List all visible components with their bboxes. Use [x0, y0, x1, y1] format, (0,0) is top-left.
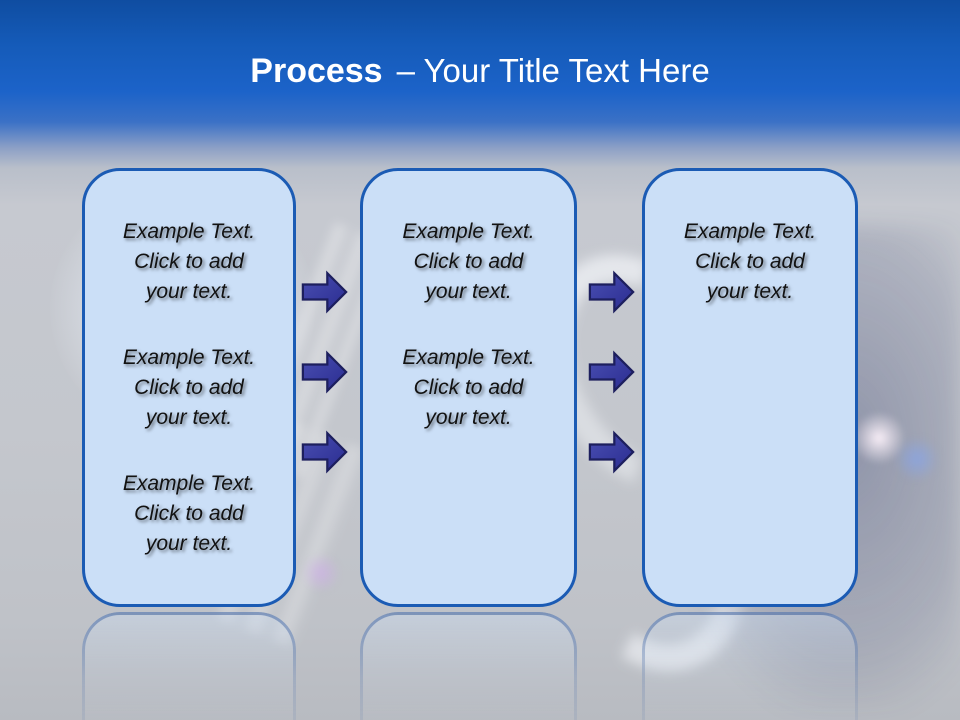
example-text-paragraph[interactable]: Example Text. Click to add your text.	[122, 472, 256, 555]
flow-arrow-icon	[301, 350, 348, 394]
example-text-paragraph[interactable]: Example Text. Click to add your text.	[122, 220, 256, 303]
flow-arrow-icon	[301, 270, 348, 314]
slide-title[interactable]: Process – Your Title Text Here	[0, 52, 960, 91]
background-glow-highlight	[853, 410, 905, 466]
example-text-paragraph[interactable]: Example Text. Click to add your text.	[683, 220, 817, 303]
slide-title-subtitle: – Your Title Text Here	[396, 52, 710, 89]
spacer	[85, 171, 293, 217]
flow-arrow-icon	[301, 430, 348, 474]
slide-title-keyword: Process	[250, 52, 383, 90]
box-reflection	[82, 612, 296, 720]
example-text-paragraph[interactable]: Example Text. Click to add your text.	[122, 346, 256, 429]
spacer	[363, 171, 574, 217]
flow-arrow-icon	[588, 270, 635, 314]
flow-arrow-icon	[588, 350, 635, 394]
background-glow-highlight	[893, 438, 941, 480]
spacer	[645, 171, 855, 217]
flow-arrow-icon	[588, 430, 635, 474]
process-step-box-2[interactable]: Example Text. Click to add your text. Ex…	[360, 168, 577, 607]
box-reflection	[360, 612, 577, 720]
box-reflection	[642, 612, 858, 720]
background-glow-highlight	[300, 554, 342, 592]
process-step-box-3[interactable]: Example Text. Click to add your text.	[642, 168, 858, 607]
example-text-paragraph[interactable]: Example Text. Click to add your text.	[402, 346, 535, 429]
example-text-paragraph[interactable]: Example Text. Click to add your text.	[402, 220, 535, 303]
process-step-box-1[interactable]: Example Text. Click to add your text. Ex…	[82, 168, 296, 607]
